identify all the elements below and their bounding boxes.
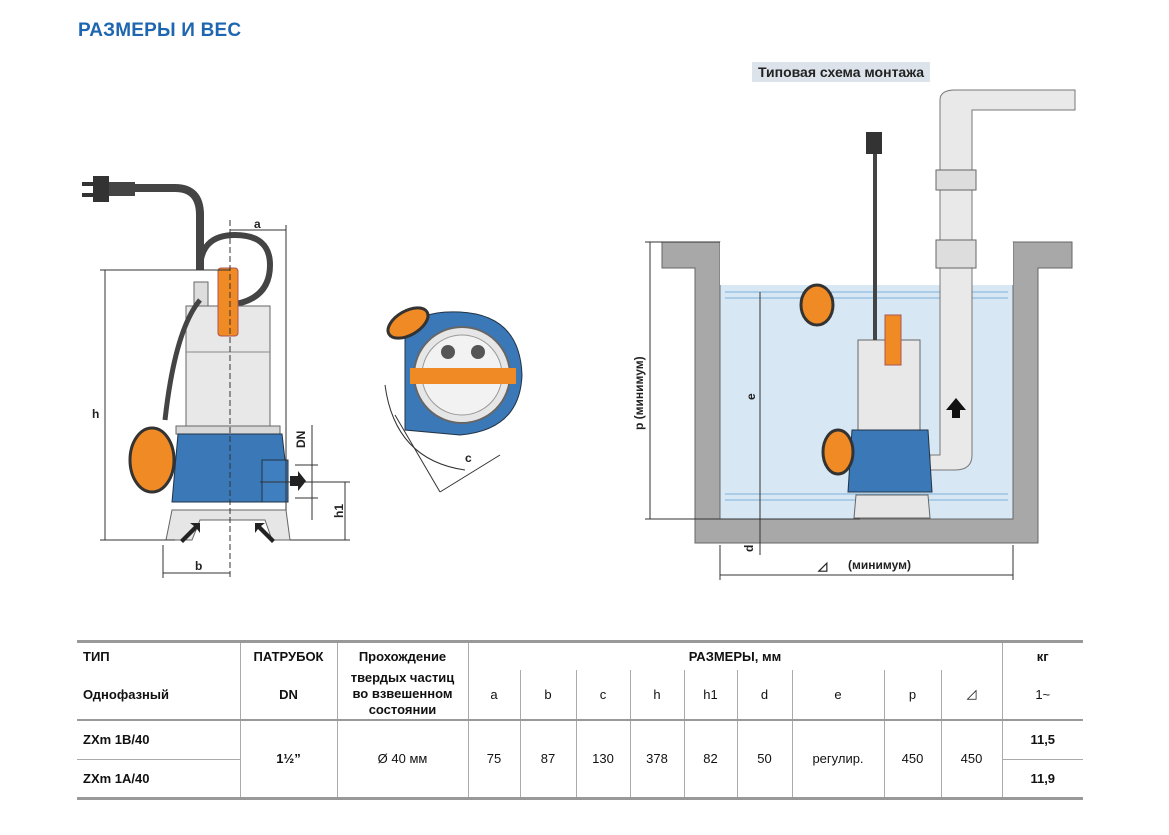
dim-label-dn: DN (294, 431, 308, 448)
solids-value: Ø 40 мм (336, 719, 468, 800)
header-solids: твердых частиц во взвешенном состоянии (336, 669, 468, 720)
weight-value: 11,9 (1001, 759, 1083, 799)
dim-label-d: d (742, 545, 756, 552)
dim-header-b: b (519, 669, 576, 720)
dim-b-value: 87 (519, 719, 576, 800)
dim-d-value: 50 (736, 719, 792, 800)
dim-h1-value: 82 (683, 719, 737, 800)
header-type-sub: Однофазный (83, 686, 170, 702)
header-weight: кг (1001, 641, 1083, 670)
header-solids-1: Прохождение (336, 641, 468, 670)
header-type: ТИП (83, 648, 110, 664)
dim-a-value: 75 (467, 719, 520, 800)
dim-h-value: 378 (629, 719, 684, 800)
pump-top-drawing: c (384, 306, 523, 493)
dim-header-p: p (883, 669, 941, 720)
header-port-sub: DN (239, 669, 337, 720)
header-port: ПАТРУБОК (239, 641, 337, 670)
power-plug-icon (82, 176, 135, 202)
dim-e-value: регулир. (791, 719, 884, 800)
header-solids-3: во взвешенном (352, 685, 453, 701)
dim-label-h: h (92, 407, 99, 421)
header-weight-sub: 1~ (1001, 669, 1083, 720)
header-solids-2: твердых частиц (350, 669, 455, 685)
model-name: ZXm 1B/40 (77, 719, 240, 760)
dimensions-table: ТИП ПАТРУБОК Прохождение РАЗМЕРЫ, мм кг … (77, 640, 1083, 800)
dim-header-e: e (791, 669, 884, 720)
dim-header-c: c (575, 669, 630, 720)
dim-label-c: c (465, 451, 472, 465)
dim-c-value: 130 (575, 719, 630, 800)
dim-header-h: h (629, 669, 684, 720)
pump-side-drawing: a h b DN h1 c (82, 89, 1076, 580)
dim-header-a: a (467, 669, 520, 720)
dim-header-h1: h1 (683, 669, 737, 720)
dim-label-a: a (254, 217, 261, 231)
dim-label-b: b (195, 559, 202, 573)
port-value: 1½” (239, 719, 337, 800)
page-title: РАЗМЕРЫ И ВЕС (78, 20, 242, 41)
dim-label-p: p (минимум) (632, 356, 646, 430)
dim-label-e: e (744, 393, 758, 400)
dim-label-square: ◿ (817, 559, 828, 573)
dim-label-square-min: (минимум) (848, 558, 911, 572)
weight-value: 11,5 (1001, 719, 1083, 760)
flow-up-arrow-icon (946, 398, 966, 418)
installation-title: Типовая схема монтажа (752, 62, 931, 82)
header-solids-4: состоянии (368, 701, 437, 717)
dim-label-h1: h1 (332, 504, 346, 518)
inlet-arrow-icon (255, 523, 275, 543)
dim-header-d: d (736, 669, 792, 720)
inlet-arrow-icon (180, 523, 200, 543)
dim-square-value: 450 (940, 719, 1002, 800)
outlet-arrow-icon (290, 471, 306, 491)
dim-p-value: 450 (883, 719, 941, 800)
dim-header-square: ◿ (940, 669, 1002, 720)
model-name: ZXm 1A/40 (83, 771, 150, 786)
header-dims: РАЗМЕРЫ, мм (467, 641, 1002, 670)
installation-drawing: p (минимум) e d ◿ (минимум) (632, 89, 1076, 580)
table-row: ZXm 1B/40 1½” Ø 40 мм 75 87 130 378 82 5… (77, 719, 1083, 800)
